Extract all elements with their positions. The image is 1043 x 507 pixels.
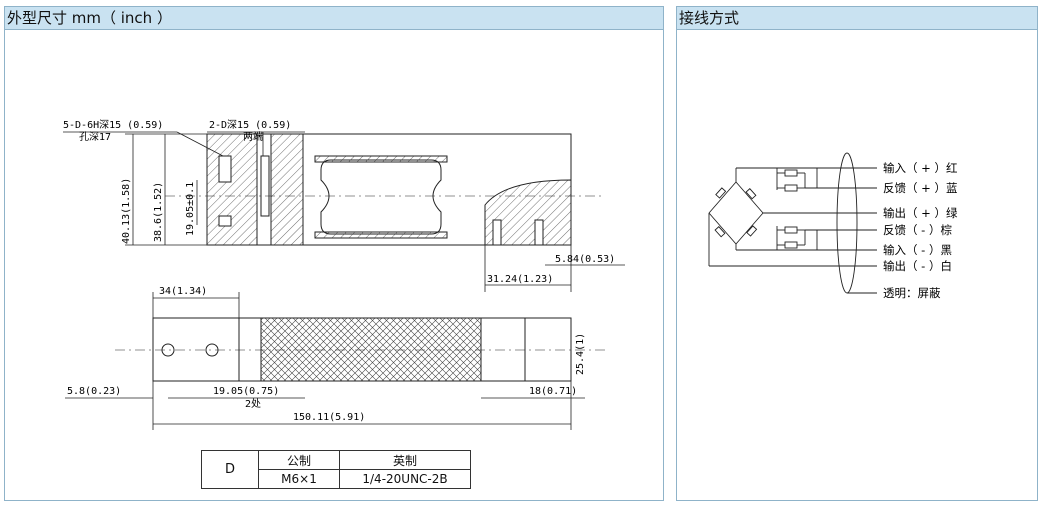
dim-1905-sub: 2处 <box>245 398 261 410</box>
spec-header-imperial: 英制 <box>339 450 471 470</box>
dim-1905: 19.05(0.75) <box>213 386 279 397</box>
side-view <box>165 133 605 246</box>
spec-value-metric: M6×1 <box>258 469 340 489</box>
dim-584: 5.84(0.53) <box>555 254 615 265</box>
dim-254: 25.4(1) <box>575 333 586 375</box>
spec-header-metric: 公制 <box>258 450 340 470</box>
wire-label-input-plus: 输入（ + ）红 <box>883 161 957 175</box>
dimension-drawing: 40.13(1.58) 38.6(1.52) 19.05±0.1 5-D-6H深… <box>63 119 625 430</box>
dim-height-mid: 38.6(1.52) <box>153 182 164 242</box>
dim-34: 34(1.34) <box>159 286 207 297</box>
wiring-panel: 接线方式 <box>676 6 1038 501</box>
spec-value-imperial: 1/4-20UNC-2B <box>339 469 471 489</box>
dimensions-panel: 外型尺寸 mm（ inch ） <box>4 6 664 501</box>
wiring-diagram: 输入（ + ）红 反馈（ + ）蓝 输出（ + ）绿 反馈（ - ）棕 输入（ … <box>708 152 958 300</box>
dim-15011: 150.11(5.91) <box>293 412 365 423</box>
wire-label-shield: 透明：屏蔽 <box>883 286 941 300</box>
thread-spec-table: D 公制 英制 M6×1 1/4-20UNC-2B <box>201 450 471 489</box>
hole-callout-2-sub: 两端 <box>243 130 263 143</box>
top-view <box>115 317 605 382</box>
dim-58: 5.8(0.23) <box>67 386 121 397</box>
dimensions-title: 外型尺寸 mm（ inch ） <box>5 7 663 30</box>
wire-label-input-minus: 输入（ - ）黑 <box>883 243 952 257</box>
dim-height-total: 40.13(1.58) <box>121 178 132 244</box>
hole-callout-1-sub: 孔深17 <box>79 131 111 143</box>
wire-label-output-minus: 输出（ - ）白 <box>883 259 952 273</box>
hole-callout-1: 5-D-6H深15 (0.59) <box>63 119 163 131</box>
spec-row-label: D <box>201 450 259 489</box>
dim-hole-height: 19.05±0.1 <box>185 182 196 236</box>
wiring-title: 接线方式 <box>677 7 1037 30</box>
wire-label-feedback-plus: 反馈（ + ）蓝 <box>883 181 957 195</box>
wire-label-feedback-minus: 反馈（ - ）棕 <box>883 223 952 237</box>
dim-18: 18(0.71) <box>529 386 577 397</box>
dim-3124: 31.24(1.23) <box>487 274 553 285</box>
wire-label-output-plus: 输出（ + ）绿 <box>883 206 958 220</box>
hole-callout-2: 2-D深15 (0.59) <box>209 119 291 131</box>
